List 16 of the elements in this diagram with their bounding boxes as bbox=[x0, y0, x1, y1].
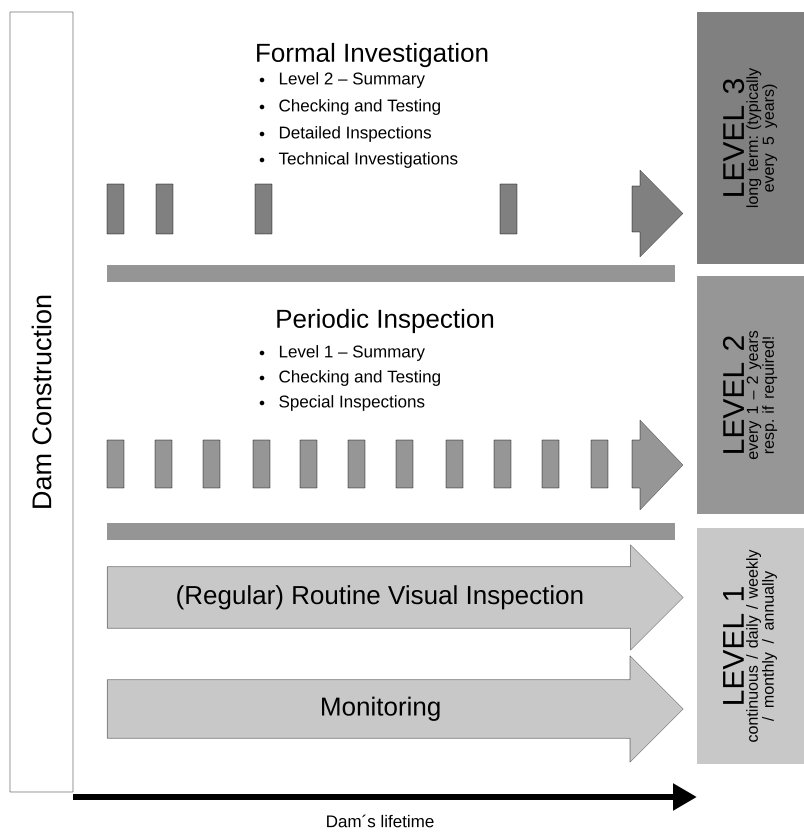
bullet-item: Detailed Inspections bbox=[260, 126, 431, 142]
bullet-item: Special Inspections bbox=[260, 395, 424, 411]
level-panel: LEVEL 2 every 1 – 2 years resp. if required! bbox=[697, 276, 804, 514]
process-banner: (Regular) Routine Visual Inspection bbox=[107, 544, 684, 650]
section-heading: Formal Investigation bbox=[257, 42, 488, 68]
bullet-item: Level 2 – Summary bbox=[260, 72, 425, 88]
bullet-item: Level 1 – Summary bbox=[260, 345, 425, 361]
level-panel: LEVEL 3 long term: (typically every 5 years) bbox=[697, 12, 804, 264]
level-panel: LEVEL 1 continuous / daily / weekly / monthly / annually bbox=[697, 528, 804, 764]
process-banner: Monitoring bbox=[107, 656, 684, 762]
bullet-item: Checking and Testing bbox=[260, 99, 440, 115]
bullet-item: Checking and Testing bbox=[260, 370, 440, 386]
axis-label: Dam´s lifetime bbox=[327, 814, 434, 828]
bullet-item: Technical Investigations bbox=[260, 152, 458, 168]
section-heading: Periodic Inspection bbox=[277, 308, 494, 334]
construction-box: Dam Construction bbox=[10, 12, 74, 792]
